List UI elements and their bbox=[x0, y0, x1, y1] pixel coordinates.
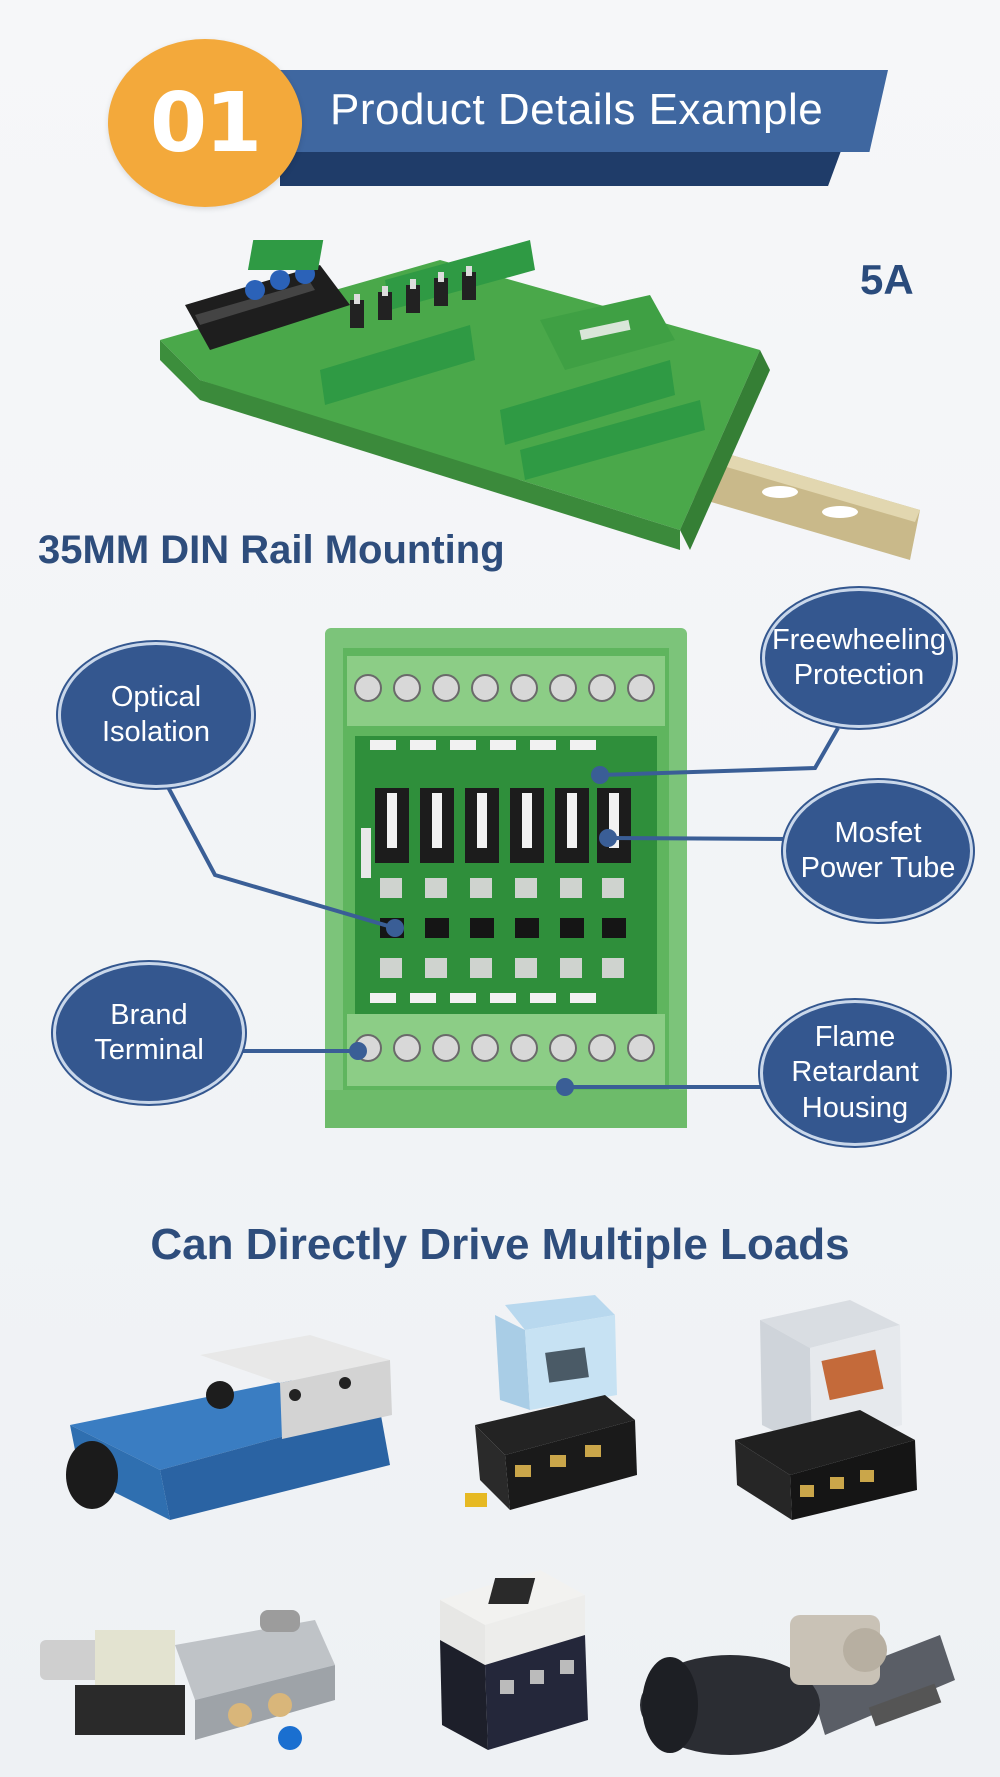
callout-mosfet-power-tube: Mosfet Power Tube bbox=[783, 780, 973, 922]
contactor-photo bbox=[440, 1570, 588, 1750]
callout-freewheeling-protection: Freewheeling Protection bbox=[762, 588, 956, 728]
header-ribbon bbox=[270, 70, 888, 152]
callout-flame-retardant-housing: Flame Retardant Housing bbox=[760, 1000, 950, 1146]
relay-large-photo bbox=[735, 1300, 917, 1520]
section-number-badge: 01 bbox=[108, 39, 302, 207]
dc-motor-photo bbox=[640, 1615, 955, 1755]
solenoid-valve-photo bbox=[40, 1610, 335, 1750]
board-top-view-photo bbox=[325, 628, 687, 1128]
loads-title: Can Directly Drive Multiple Loads bbox=[150, 1220, 850, 1269]
section-number: 01 bbox=[149, 75, 262, 171]
callout-optical-isolation: Optical Isolation bbox=[58, 642, 254, 788]
section-title: Product Details Example bbox=[330, 85, 824, 134]
callout-brand-terminal: Brand Terminal bbox=[53, 962, 245, 1104]
din-rail-board-photo bbox=[160, 240, 920, 560]
hydraulic-valve-photo bbox=[66, 1335, 392, 1520]
current-rating: 5A bbox=[860, 256, 914, 303]
relay-with-socket-photo bbox=[465, 1295, 637, 1510]
din-rail-label: 35MM DIN Rail Mounting bbox=[38, 528, 505, 572]
